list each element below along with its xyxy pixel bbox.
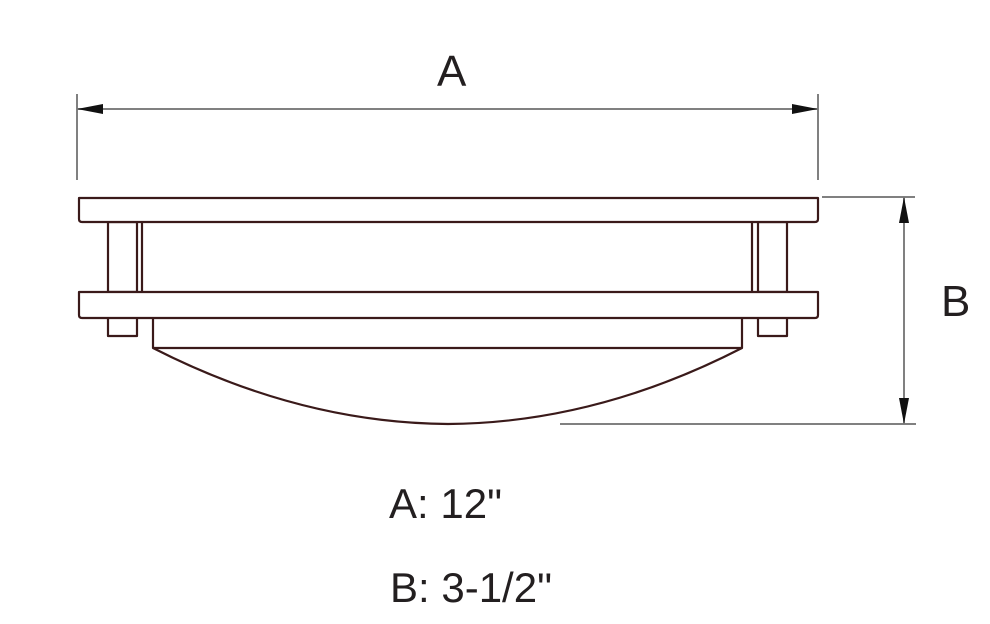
dimension-label-a: A <box>437 47 467 96</box>
width-dimension <box>76 94 819 180</box>
post-right <box>756 220 789 294</box>
post-left <box>106 220 139 294</box>
foot-right <box>756 318 789 338</box>
top-bar <box>77 196 820 224</box>
foot-left <box>106 318 139 338</box>
height-dimension <box>560 196 916 425</box>
dimension-label-b: B <box>941 277 971 326</box>
light-fixture <box>77 196 820 426</box>
glass-dome <box>151 318 744 426</box>
spec-height: B: 3-1/2" <box>390 564 552 611</box>
spec-width: A: 12" <box>389 480 502 527</box>
bottom-bar <box>77 290 820 320</box>
